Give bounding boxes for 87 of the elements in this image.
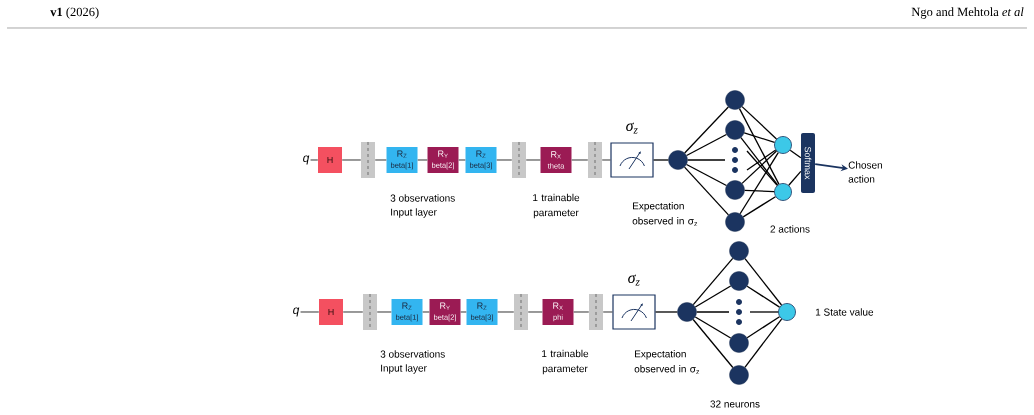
wire	[573, 311, 590, 313]
wire	[527, 311, 543, 313]
caption-text: 2 actions	[770, 225, 810, 233]
wire	[342, 311, 364, 313]
connection-line	[740, 137, 779, 186]
gate-box: H	[319, 299, 343, 325]
connection-line	[746, 285, 781, 308]
wire	[458, 159, 466, 161]
wire	[300, 311, 320, 313]
wire	[601, 159, 611, 161]
wire	[376, 311, 392, 313]
neuron	[668, 150, 688, 170]
wire	[374, 159, 387, 161]
caption-text: 32 neurons	[710, 400, 760, 408]
barrier	[361, 141, 375, 179]
neuron	[725, 90, 745, 110]
caption-text: Input layer	[381, 364, 427, 374]
wire	[602, 311, 613, 313]
connection-line	[739, 151, 779, 215]
caption-text: Expectation observed in σ$_{z}$	[634, 350, 700, 374]
qubit-label: q	[293, 307, 300, 317]
wire	[422, 311, 430, 313]
neuron	[729, 365, 749, 385]
connection-line	[788, 170, 802, 186]
connection-line	[738, 107, 780, 185]
connection-line	[683, 166, 730, 216]
connection-line	[789, 149, 802, 159]
caption-text: 1 trainable parameter	[533, 193, 580, 219]
neuron	[725, 120, 745, 140]
connection-line	[694, 285, 732, 308]
header-text: Ngo and Mehtola et al	[911, 7, 1024, 19]
barrier	[363, 293, 377, 331]
gate-box: H	[318, 147, 342, 173]
output-neuron	[774, 136, 792, 154]
operator-label: σ$_{z}$	[626, 122, 638, 134]
neuron	[729, 271, 749, 291]
connection-line	[741, 105, 778, 140]
operator-label: σ$_{z}$	[628, 274, 640, 286]
measurement-box	[612, 294, 656, 330]
connection-line	[744, 189, 775, 193]
connection-line	[742, 196, 777, 218]
output-label: Chosen action	[848, 161, 882, 183]
caption-text: 3 observations	[380, 350, 445, 358]
wire	[496, 159, 513, 161]
header-text: v1 (2026)	[50, 7, 99, 19]
connection-line	[744, 257, 783, 306]
connection-line	[654, 311, 678, 313]
wire	[341, 159, 362, 161]
wire	[460, 311, 467, 313]
wire	[525, 159, 541, 161]
barrier	[589, 293, 603, 331]
connection-line	[692, 318, 734, 369]
connection-line	[685, 133, 728, 157]
barrier	[512, 141, 526, 179]
caption-text: 3 observations	[390, 194, 455, 202]
connection-line	[684, 106, 729, 154]
wire	[417, 159, 428, 161]
connection-line	[743, 132, 776, 143]
neuron	[729, 333, 749, 353]
caption-text: Expectation observed in σ$_{z}$	[632, 202, 698, 226]
output-label: 1 State value	[815, 308, 874, 316]
connection-line	[746, 149, 777, 171]
softmax-box: Softmax	[801, 133, 815, 193]
measurement-box	[610, 142, 654, 178]
caption-text: 1 trainable parameter	[542, 349, 589, 375]
barrier	[588, 141, 602, 179]
barrier	[514, 293, 528, 331]
connection-line	[749, 311, 779, 313]
neuron	[725, 180, 745, 200]
connection-line	[692, 257, 734, 306]
qubit-label: q	[303, 155, 310, 165]
wire	[571, 159, 589, 161]
connection-line	[746, 316, 781, 339]
connection-line	[685, 163, 728, 187]
neuron	[725, 212, 745, 232]
neuron	[677, 302, 697, 322]
neuron	[729, 241, 749, 261]
output-neuron	[774, 183, 792, 201]
connection-line	[687, 159, 726, 161]
caption-text: Input layer	[391, 208, 437, 218]
wire	[497, 311, 515, 313]
output-neuron	[778, 303, 796, 321]
connection-line	[652, 159, 669, 161]
wire	[310, 159, 319, 161]
connection-line	[744, 318, 783, 368]
connection-line	[694, 316, 732, 339]
connection-line	[696, 311, 730, 313]
